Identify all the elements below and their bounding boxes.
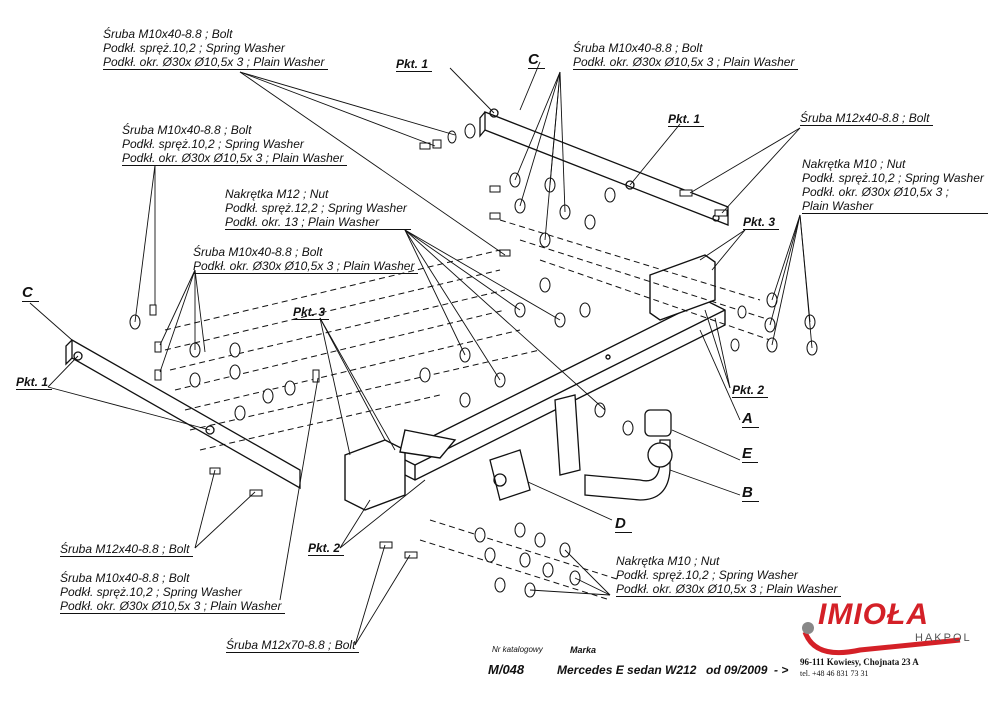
socket-plate-d bbox=[489, 449, 531, 501]
brand-logo-sub: HAKPOL bbox=[915, 632, 972, 644]
label-bottom-left-bolt-m12: Śruba M12x40-8.8 ; Bolt bbox=[60, 542, 194, 557]
part-c-left: C bbox=[22, 284, 39, 302]
crossbar-a bbox=[344, 254, 726, 511]
point-2-bottom: Pkt. 2 bbox=[308, 541, 345, 556]
point-1-left: Pkt. 1 bbox=[16, 375, 53, 390]
company-address: 96-111 Kowiesy, Chojnata 23 A bbox=[800, 657, 919, 667]
point-3-left: Pkt. 3 bbox=[293, 305, 330, 320]
left-bracket-c bbox=[65, 338, 301, 490]
date-arrow: - > bbox=[774, 663, 789, 677]
point-3-right: Pkt. 3 bbox=[743, 215, 780, 230]
logo-mark bbox=[802, 622, 961, 656]
part-d: D bbox=[615, 515, 632, 533]
point-1-top: Pkt. 1 bbox=[396, 57, 433, 72]
point-1-right: Pkt. 1 bbox=[668, 112, 705, 127]
part-e: E bbox=[742, 445, 759, 463]
catalog-label: Nr katalogowy bbox=[492, 645, 543, 654]
ball-mount-b bbox=[554, 394, 673, 501]
leader-lines bbox=[29, 61, 813, 646]
vehicle-model: Mercedes E sedan W212 bbox=[557, 663, 697, 677]
point-2-right: Pkt. 2 bbox=[732, 383, 769, 398]
catalog-number: M/048 bbox=[488, 662, 525, 677]
brand-logo-name: IMIOŁA bbox=[818, 598, 929, 631]
label-top-right-bolt: Śruba M12x40-8.8 ; Bolt bbox=[800, 111, 934, 126]
right-bracket-c bbox=[479, 108, 729, 226]
part-b: B bbox=[742, 484, 759, 502]
label-bottom-bolt-m12x70: Śruba M12x70-8.8 ; Bolt bbox=[226, 638, 360, 653]
part-a: A bbox=[742, 410, 759, 428]
brand-label: Marka bbox=[570, 645, 597, 655]
part-c-top: C bbox=[528, 51, 545, 69]
model-date: od 09/2009 bbox=[706, 663, 768, 677]
company-phone: tel. +48 46 831 73 31 bbox=[800, 669, 869, 678]
